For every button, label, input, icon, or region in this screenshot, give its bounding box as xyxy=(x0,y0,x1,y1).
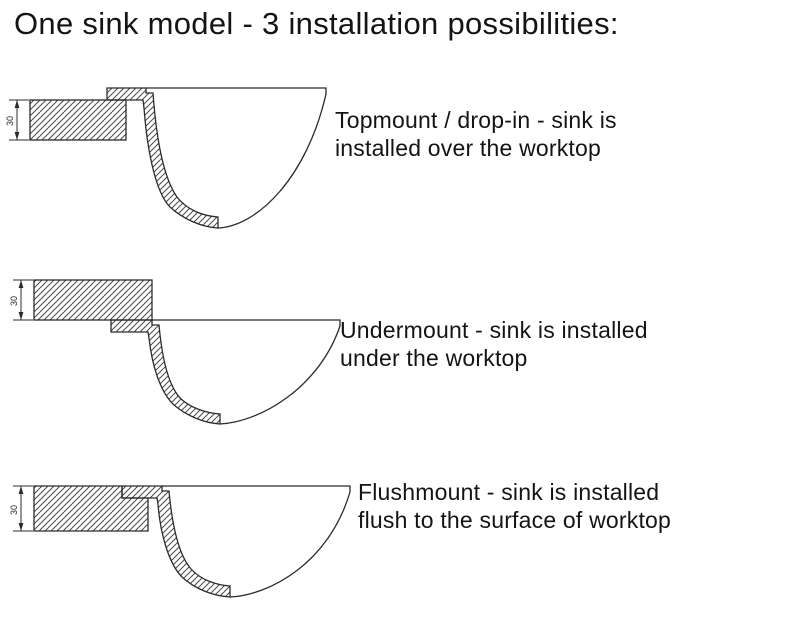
sink-rim-line xyxy=(146,87,327,94)
label-line-2: under the worktop xyxy=(340,345,528,372)
sink-rim-section xyxy=(110,319,221,425)
label-line-1: Undermount - sink is installed xyxy=(340,317,648,343)
label-line-1: Flushmount - sink is installed xyxy=(358,479,660,505)
flushmount-section-svg: 30 xyxy=(10,485,351,598)
label-line-1: Topmount / drop-in - sink is xyxy=(335,107,617,133)
dimension-label: 30 xyxy=(10,505,19,515)
dimension-arrow-up-icon xyxy=(14,100,20,108)
label-line-2: installed over the worktop xyxy=(335,135,602,162)
flushmount-drawing: 30 xyxy=(10,476,360,608)
flushmount-label: Flushmount - sink is installed flush to … xyxy=(358,478,671,535)
sink-rim-line xyxy=(152,319,341,326)
dimension-label: 30 xyxy=(6,116,15,126)
label-line-2: flush to the surface of worktop xyxy=(358,507,672,534)
sink-rim-line xyxy=(162,485,351,492)
worktop-section xyxy=(33,279,153,321)
topmount-drawing: 30 xyxy=(6,80,336,232)
sink-bowl-curve xyxy=(219,325,341,425)
worktop-section xyxy=(29,99,127,141)
undermount-label: Undermount - sink is installed under the… xyxy=(340,316,648,373)
page-title: One sink model - 3 installation possibil… xyxy=(14,6,619,41)
dimension-arrow-up-icon xyxy=(18,280,24,288)
sink-rim-section xyxy=(121,485,231,598)
sink-bowl-curve xyxy=(217,93,327,229)
dimension-label: 30 xyxy=(10,296,19,306)
topmount-label: Topmount / drop-in - sink is installed o… xyxy=(335,106,617,163)
sink-bowl-curve xyxy=(229,491,351,598)
undermount-drawing: 30 xyxy=(10,270,350,428)
dimension-arrow-down-icon xyxy=(14,132,20,140)
dimension-arrow-down-icon xyxy=(18,523,24,531)
topmount-section-svg: 30 xyxy=(6,87,327,229)
dimension-arrow-down-icon xyxy=(18,312,24,320)
sink-rim-section xyxy=(106,87,219,229)
dimension-arrow-up-icon xyxy=(18,486,24,494)
undermount-section-svg: 30 xyxy=(10,279,341,425)
